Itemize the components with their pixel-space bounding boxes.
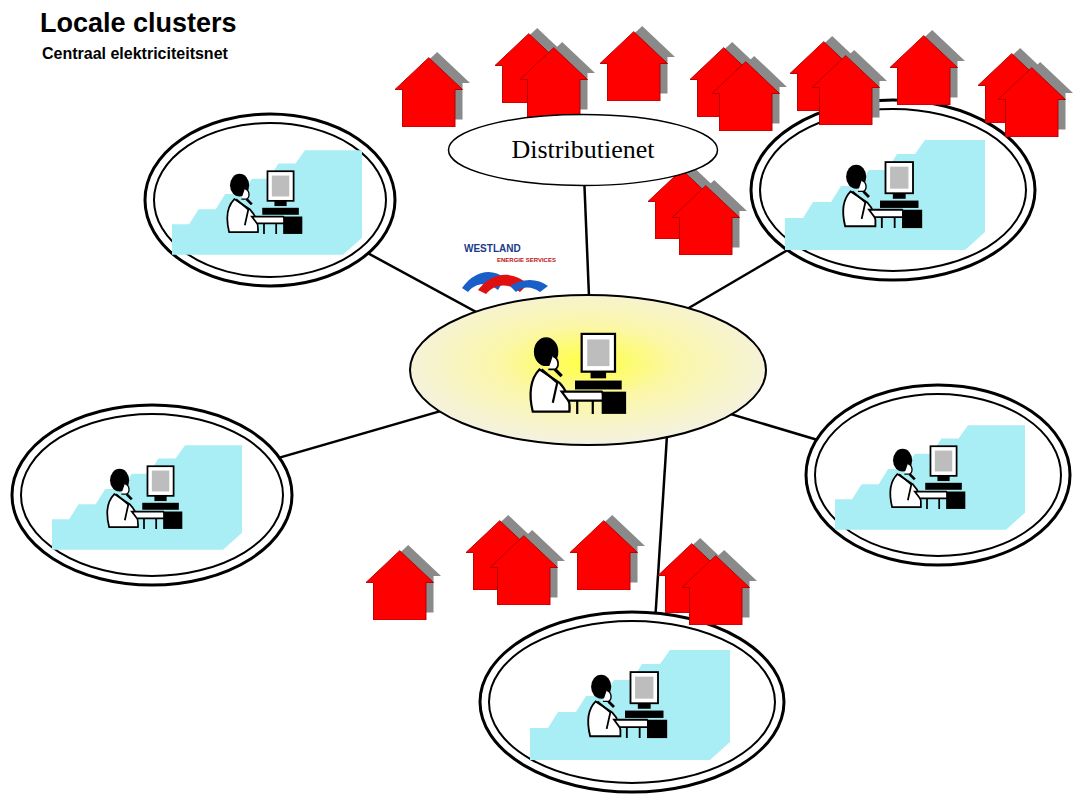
diagram-title: Locale clusters (40, 8, 237, 39)
cluster-pictures (52, 140, 1025, 760)
central-ellipse (410, 295, 766, 445)
logo-tagline: ENERGIE SERVICES (497, 257, 556, 263)
subtitle: Centraal elektriciteitsnet (42, 46, 228, 62)
houses (366, 26, 1073, 625)
logo-word: WESTLAND (464, 244, 521, 254)
central-operator (531, 334, 627, 414)
distribution-ellipse: Distributienet (447, 113, 719, 187)
node-label: Distributienet (512, 136, 655, 165)
cluster-ellipses (12, 100, 1070, 792)
logo-swoosh (462, 272, 548, 294)
